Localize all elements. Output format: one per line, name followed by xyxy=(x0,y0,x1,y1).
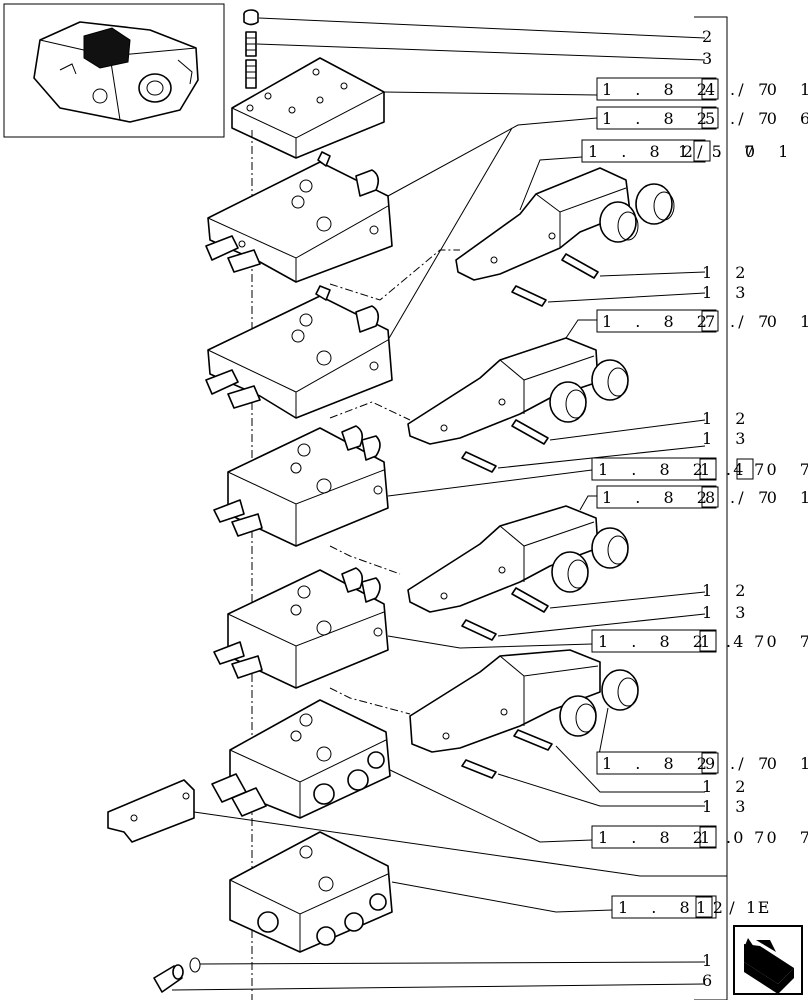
thumbnail-overview[interactable] xyxy=(3,3,225,138)
svg-text:1 / E: 1 / E xyxy=(696,898,778,917)
callout-12: 1 2 xyxy=(702,263,754,282)
part-lever-assembly-4[interactable] xyxy=(409,649,705,807)
svg-text:8 / 0 1 C: 8 / 0 1 C xyxy=(705,488,808,507)
svg-text:1/5 0 1 C: 1/5 0 1 C xyxy=(678,142,808,161)
svg-text:1 . 8 2 . 7: 1 . 8 2 . 7 xyxy=(598,632,773,651)
svg-text:1 . 8 2 . 7: 1 . 8 2 . 7 xyxy=(602,109,777,128)
part-valve-section-4[interactable] xyxy=(213,567,593,715)
svg-text:1 0 0 7 C: 1 0 0 7 C xyxy=(700,828,808,847)
part-valve-section-2[interactable] xyxy=(205,127,513,421)
arrow-return-icon xyxy=(744,938,794,994)
svg-text:1 . 8 2 . 7: 1 . 8 2 . 7 xyxy=(588,142,763,161)
callout-13: 1 3 xyxy=(702,283,754,302)
svg-text:1 4 0 7 B: 1 4 0 7 B xyxy=(700,632,808,651)
part-valve-section-3[interactable] xyxy=(213,425,593,575)
svg-text:5 / 0 6 B: 5 / 0 6 B xyxy=(705,109,808,128)
reference-link[interactable]: 1 . 8 2 . 7 4 / 0 1 A xyxy=(596,77,808,101)
reference-link[interactable]: 1 . 8 2 . 7 1 0 0 7 C xyxy=(591,825,808,849)
reference-link[interactable]: 1 . 8 2 . 7 8 / 0 1 C xyxy=(596,485,808,509)
reference-link[interactable]: 1 . 8 2 1 1 / E xyxy=(611,895,778,919)
svg-text:1 . 8 2 . 7: 1 . 8 2 . 7 xyxy=(598,460,773,479)
svg-text:1 . 8 2 . 7: 1 . 8 2 . 7 xyxy=(598,828,773,847)
part-lever-assembly-1[interactable] xyxy=(455,156,706,307)
part-o-ring[interactable] xyxy=(189,957,706,973)
part-end-section[interactable] xyxy=(229,831,613,953)
callout-6: 6 xyxy=(702,971,721,990)
part-cap-screw[interactable] xyxy=(243,9,706,39)
part-bracket-plate[interactable] xyxy=(107,779,727,877)
part-cover-plate[interactable] xyxy=(231,57,598,159)
callout-13: 1 3 xyxy=(702,429,754,448)
svg-text:1 . 8 2 . 7: 1 . 8 2 . 7 xyxy=(602,754,777,773)
callout-3: 3 xyxy=(702,49,721,68)
part-stud[interactable] xyxy=(245,31,706,89)
svg-text:1 . 8 2 1: 1 . 8 2 1 xyxy=(618,898,765,917)
svg-text:1 . 8 2 . 7: 1 . 8 2 . 7 xyxy=(602,80,777,99)
callout-12: 1 2 xyxy=(702,409,754,428)
svg-text:1 . 8 2 . 7: 1 . 8 2 . 7 xyxy=(602,488,777,507)
callout-12: 1 2 xyxy=(702,581,754,600)
svg-text:1 4 0 7 B: 1 4 0 7 B xyxy=(700,460,808,479)
reference-link[interactable]: 1 . 8 2 . 7 9 / 0 1 C xyxy=(596,751,808,775)
callout-2: 2 xyxy=(702,27,721,46)
callout-12: 1 2 xyxy=(702,777,754,796)
part-plug[interactable] xyxy=(153,964,706,993)
part-inlet-section[interactable] xyxy=(211,699,593,843)
callout-13: 1 3 xyxy=(702,603,754,622)
part-valve-section-1[interactable] xyxy=(205,117,598,301)
svg-text:4 / 0 1 A: 4 / 0 1 A xyxy=(705,80,808,99)
svg-text:9 / 0 1 C: 9 / 0 1 C xyxy=(705,754,808,773)
reference-link[interactable]: 1 . 8 2 . 7 1 4 0 7 B xyxy=(591,629,808,653)
reference-link[interactable]: 1 . 8 2 . 7 1/5 0 1 C xyxy=(581,139,808,163)
svg-text:1 . 8 2 . 7: 1 . 8 2 . 7 xyxy=(602,312,777,331)
reference-link[interactable]: 1 . 8 2 . 7 7 / 0 1 C xyxy=(596,309,808,333)
part-lever-assembly-2[interactable] xyxy=(407,319,706,473)
callout-13: 1 3 xyxy=(702,797,754,816)
reference-link[interactable]: 1 . 8 2 . 7 1 4 0 7 B xyxy=(591,457,808,481)
bracket-line xyxy=(694,16,728,1000)
part-lever-assembly-3[interactable] xyxy=(407,495,706,641)
svg-text:7 / 0 1 C: 7 / 0 1 C xyxy=(705,312,808,331)
next-page-button[interactable] xyxy=(733,925,803,995)
reference-link[interactable]: 1 . 8 2 . 7 5 / 0 6 B xyxy=(596,106,808,130)
